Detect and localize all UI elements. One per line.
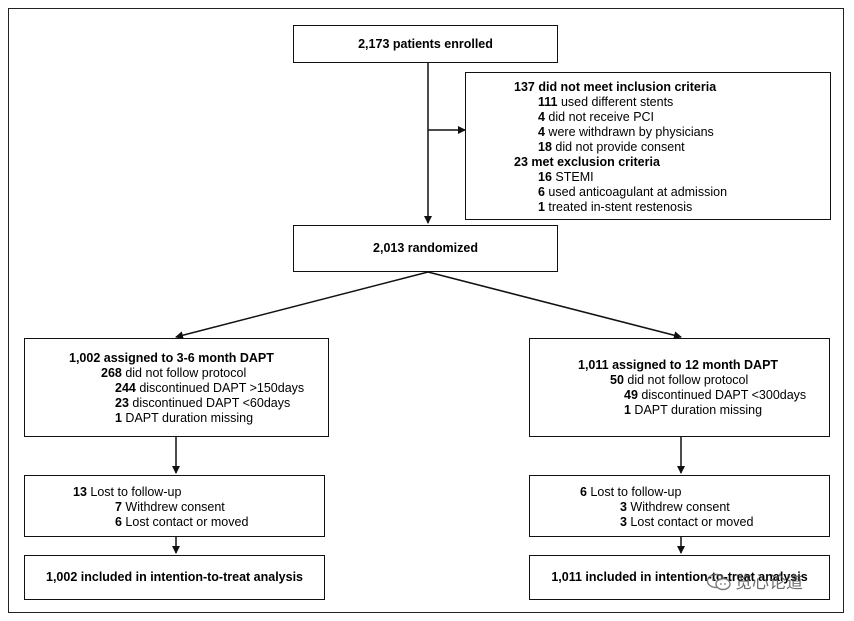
left-assigned-header: 1,002 assigned to 3-6 month DAPT [69, 351, 274, 365]
left-protocol-item: 1 DAPT duration missing [115, 411, 254, 425]
right-protocol-item: 1 DAPT duration missing [624, 403, 763, 417]
figure-frame [8, 8, 844, 613]
inclusion-header: 137 did not meet inclusion criteria [514, 80, 717, 94]
exclusion-item: 16 STEMI [538, 170, 594, 184]
right-protocol-item: 49 discontinued DAPT <300days [624, 388, 807, 402]
watermark-text: 览心论道 [735, 573, 803, 593]
right-assigned-header: 1,011 assigned to 12 month DAPT [578, 358, 779, 372]
inclusion-item: 4 were withdrawn by physicians [538, 125, 714, 139]
left-itt-box: 1,002 included in intention-to-treat ana… [24, 555, 325, 600]
exclusion-header: 23 met exclusion criteria [514, 155, 660, 169]
left-protocol-item: 244 discontinued DAPT >150days [115, 381, 305, 395]
enrolled-label: 2,173 patients enrolled [358, 36, 493, 51]
left-lost-item: 6 Lost contact or moved [115, 515, 249, 529]
inclusion-item: 18 did not provide consent [538, 140, 685, 154]
right-lost-header: 6 Lost to follow-up [580, 485, 682, 499]
wechat-icon [706, 573, 731, 591]
enrolled-box: 2,173 patients enrolled [293, 25, 558, 63]
inclusion-item: 4 did not receive PCI [538, 110, 655, 124]
right-protocol-line: 50 did not follow protocol [610, 373, 749, 387]
randomized-label: 2,013 randomized [373, 241, 478, 255]
right-assigned-box: 1,011 assigned to 12 month DAPT 50 did n… [529, 338, 830, 437]
arrow-to-left-arm [175, 271, 429, 340]
right-itt-label: 1,011 included in intention-to-treat ana… [551, 570, 808, 584]
arrow-to-right-arm [427, 271, 682, 340]
inclusion-item: 111 used different stents [538, 95, 674, 109]
left-lost-box: 13 Lost to follow-up 7 Withdrew consent … [24, 475, 325, 537]
exclusion-item: 6 used anticoagulant at admission [538, 185, 728, 199]
right-lost-item: 3 Lost contact or moved [620, 515, 754, 529]
left-protocol-line: 268 did not follow protocol [101, 366, 247, 380]
right-itt-box: 1,011 included in intention-to-treat ana… [529, 555, 830, 600]
left-protocol-item: 23 discontinued DAPT <60days [115, 396, 291, 410]
randomized-box: 2,013 randomized [293, 225, 558, 272]
left-assigned-box: 1,002 assigned to 3-6 month DAPT 268 did… [24, 338, 329, 437]
left-itt-label: 1,002 included in intention-to-treat ana… [46, 570, 303, 584]
right-lost-item: 3 Withdrew consent [620, 500, 730, 514]
left-lost-header: 13 Lost to follow-up [73, 485, 182, 499]
right-lost-box: 6 Lost to follow-up 3 Withdrew consent 3… [529, 475, 830, 537]
watermark: 览心论道 [706, 568, 803, 593]
excluded-box: 137 did not meet inclusion criteria 111 … [465, 72, 831, 220]
left-lost-item: 7 Withdrew consent [115, 500, 225, 514]
exclusion-item: 1 treated in-stent restenosis [538, 200, 693, 214]
